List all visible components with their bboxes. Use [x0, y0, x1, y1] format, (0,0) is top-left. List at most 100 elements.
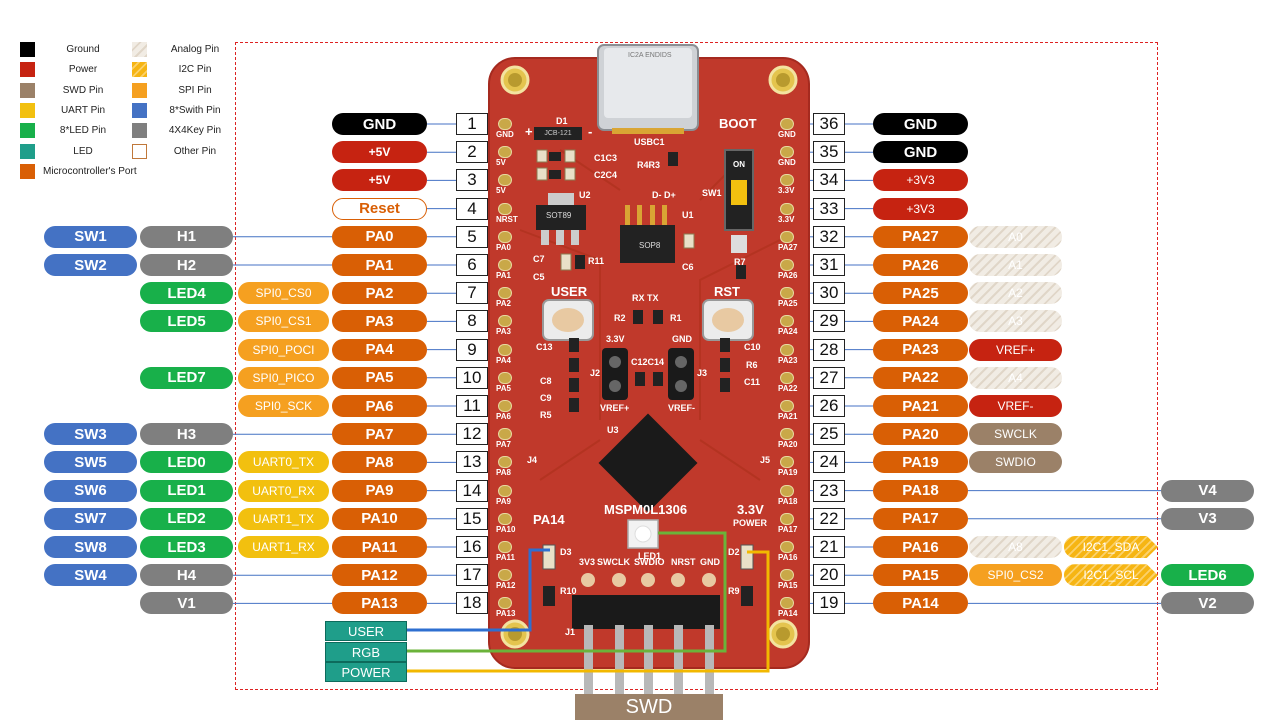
- legend-swatch: [20, 42, 35, 57]
- board-pad: [498, 512, 512, 525]
- c13-label: C13: [536, 342, 553, 352]
- c5-label: C5: [533, 272, 545, 282]
- pin-label-switch: SW8: [44, 536, 137, 558]
- pin-label-micro: PA4: [332, 338, 427, 361]
- pin-number: 1: [456, 113, 488, 135]
- pin-label-micro: PA6: [332, 395, 427, 417]
- pin-label-micro: PA8: [332, 451, 427, 474]
- pin-label-swd: SWDIO: [969, 451, 1062, 474]
- c9-label: C9: [540, 393, 552, 403]
- pin-number: 4: [456, 197, 488, 220]
- pin-label-switch: SW4: [44, 564, 137, 587]
- pin-number: 14: [456, 479, 488, 502]
- pin-label-key: H1: [140, 225, 233, 248]
- vref-m-label: VREF-: [668, 403, 695, 413]
- board-pin-silk: PA10: [496, 524, 516, 534]
- pin-number: 6: [456, 254, 488, 276]
- board-pin-silk: PA8: [496, 468, 511, 478]
- board-pad: [780, 287, 794, 300]
- pin-label-micro: PA11: [332, 536, 427, 558]
- board-pin-silk: PA22: [778, 383, 798, 393]
- pin-label-uart: UART1_TX: [238, 507, 329, 530]
- usb-chip-label: IC2A ENDIDS: [628, 52, 672, 59]
- board-pad: [780, 174, 794, 187]
- legend-label: 8*Swith Pin: [169, 104, 221, 116]
- power-33-label: 3.3V: [737, 502, 764, 517]
- c1c3-label: C1C3: [594, 153, 618, 163]
- legend-label: Power: [68, 64, 98, 76]
- board-pad: [780, 371, 794, 384]
- pa14-label: PA14: [533, 512, 565, 527]
- pin-label-key: H3: [140, 423, 233, 446]
- pin-label-micro: PA19: [873, 451, 968, 474]
- power-board-label: POWER: [733, 518, 768, 528]
- pin-label-switch: SW1: [44, 225, 137, 248]
- pin-number: 5: [456, 225, 488, 248]
- pin-label-micro: PA24: [873, 310, 968, 333]
- legend-item-power: Power: [20, 62, 123, 78]
- pin-number: 31: [813, 254, 845, 276]
- swd-header: [572, 595, 720, 629]
- pin-number: 8: [456, 310, 488, 333]
- pin-label-key: V1: [140, 592, 233, 615]
- pin-number: 33: [813, 197, 845, 220]
- pin-label-swd: SWCLK: [969, 423, 1062, 446]
- legend-item-led: LED: [20, 143, 123, 159]
- legend-item-switch: 8*Swith Pin: [132, 102, 235, 118]
- board-pin-silk: NRST: [496, 214, 518, 224]
- board-pad: [780, 456, 794, 469]
- pin-label-micro: PA27: [873, 225, 968, 248]
- pin-label-analog: A4: [969, 366, 1062, 389]
- legend-item-ground: Ground: [20, 42, 123, 57]
- pin-label-power: +3V3: [873, 197, 968, 220]
- board-pin-silk: PA7: [496, 440, 511, 450]
- board-pad: [498, 371, 512, 384]
- u1-chip: [620, 225, 675, 263]
- legend-swatch: [20, 163, 35, 179]
- pin-number: 3: [456, 169, 488, 192]
- sw1-label: SW1: [702, 188, 722, 198]
- board-pad: [780, 400, 794, 412]
- legend-swatch: [132, 42, 147, 57]
- pin-label-micro: PA23: [873, 338, 968, 361]
- d-pm-label: D- D+: [652, 190, 676, 200]
- board-pin-silk: PA27: [778, 242, 798, 252]
- legend-item-key: 4X4Key Pin: [132, 123, 235, 139]
- plus-label: +: [525, 124, 533, 139]
- pin-label-led8: LED6: [1161, 564, 1254, 587]
- board-outline: [235, 42, 1158, 690]
- pin-number: 9: [456, 338, 488, 361]
- board-pad: [498, 484, 512, 497]
- pin-number: 18: [456, 592, 488, 615]
- board-pad: [780, 484, 794, 497]
- board-pad: [780, 230, 794, 243]
- legend-item-uart: UART Pin: [20, 102, 123, 118]
- j2-3v3-label: 3.3V: [606, 334, 625, 344]
- pin-label-power: VREF-: [969, 395, 1062, 417]
- d3-label: D3: [560, 547, 572, 557]
- pin-label-power: +5V: [332, 169, 427, 192]
- legend-item-other: Other Pin: [132, 143, 235, 159]
- board-pin-silk: 5V: [496, 158, 506, 168]
- pin-label-uart: UART0_RX: [238, 479, 329, 502]
- pin-label-micro: PA12: [332, 564, 427, 587]
- pin-number: 10: [456, 366, 488, 389]
- j1-pin-label: SWDIO: [634, 557, 665, 567]
- c10-label: C10: [744, 342, 761, 352]
- pin-label-ground: GND: [873, 141, 968, 164]
- c11-label: C11: [744, 377, 761, 387]
- pin-label-led8: LED0: [140, 451, 233, 474]
- pin-lines: [233, 123, 1161, 604]
- board-pad: [780, 343, 794, 356]
- legend-label: SPI Pin: [178, 84, 212, 96]
- legend-label: I2C Pin: [178, 64, 212, 76]
- board-pin-silk: PA6: [496, 412, 511, 421]
- mcu-chip: [598, 413, 698, 513]
- pin-number: 21: [813, 536, 845, 558]
- board-pin-silk: PA24: [778, 327, 798, 337]
- board-pin-silk: PA3: [496, 327, 511, 337]
- r11-label: R11: [588, 256, 605, 266]
- legend-label: Microcontroller's Port: [43, 165, 137, 177]
- pin-number: 27: [813, 366, 845, 389]
